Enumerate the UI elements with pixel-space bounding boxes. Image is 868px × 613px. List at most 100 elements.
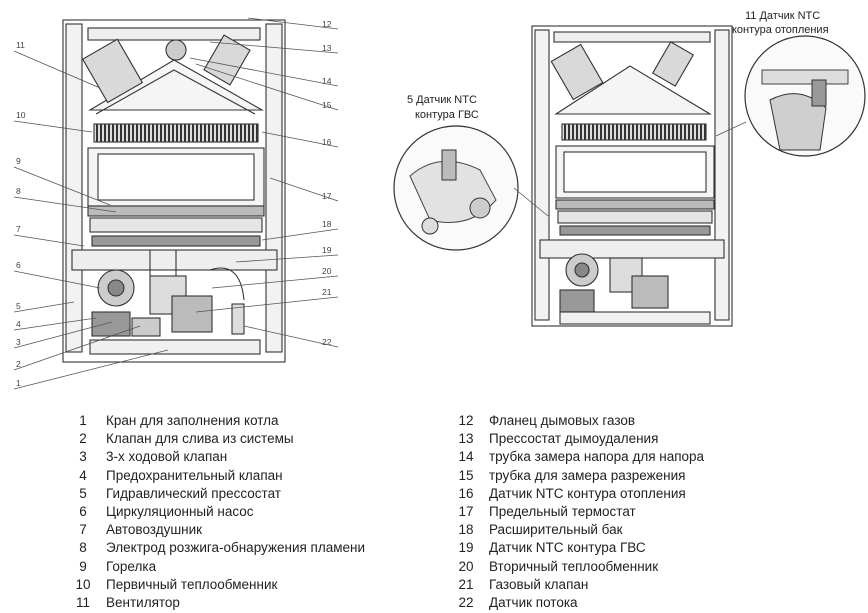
callout-9: 9 bbox=[16, 156, 21, 166]
legend-number: 22 bbox=[458, 595, 474, 611]
legend-text: Датчик NTC контура отопления bbox=[489, 485, 686, 501]
legend-text: Кран для заполнения котла bbox=[106, 413, 279, 428]
legend-row: 18 Расширительный бак bbox=[447, 521, 704, 539]
boiler-diagram: 11 10 9 8 7 6 5 4 3 2 1 12 13 14 15 16 1… bbox=[13, 10, 866, 390]
callout-22: 22 bbox=[322, 337, 332, 347]
legend-number: 12 bbox=[458, 413, 474, 428]
legend-text: Клапан для слива из системы bbox=[106, 431, 294, 447]
legend-text: Датчик потока bbox=[489, 595, 578, 611]
ntc-dhw-label-line2: контура ГВС bbox=[415, 109, 479, 121]
ntc-heating-label-line2: контура отопления bbox=[732, 24, 829, 36]
legend-number: 21 bbox=[458, 576, 474, 592]
detail-label-ntc-heating: 11 Датчик NTC контура отопления bbox=[732, 10, 829, 36]
callout-12: 12 bbox=[322, 19, 332, 29]
legend-number: 19 bbox=[458, 540, 474, 556]
callout-1: 1 bbox=[16, 378, 21, 388]
legend-text: Автовоздушник bbox=[106, 522, 203, 538]
legend-row: 5 Гидравлический прессостат bbox=[64, 485, 365, 503]
ntc-dhw-label-line1: 5 Датчик NTC bbox=[407, 94, 477, 106]
legend-number: 13 bbox=[458, 431, 474, 447]
callout-21: 21 bbox=[322, 287, 332, 297]
legend-text: Горелка bbox=[106, 558, 157, 574]
boiler-main-drawing bbox=[62, 19, 286, 363]
legend-row: 7 Автовоздушник bbox=[64, 521, 365, 539]
callout-7: 7 bbox=[16, 224, 21, 234]
callout-2: 2 bbox=[16, 359, 21, 369]
legend-right: 12 Фланец дымовых газов 13 Прессостат дымоу… bbox=[447, 412, 704, 612]
legend-number: 18 bbox=[458, 522, 474, 538]
legend-number: 17 bbox=[458, 504, 474, 520]
legend-row: 8 Электрод розжига-обнаружения пламени bbox=[64, 539, 365, 557]
legend-left: 1 Кран для заполнения котла 2 Клапан для сл… bbox=[64, 412, 365, 612]
legend-text: Фланец дымовых газов bbox=[489, 413, 636, 428]
legend-number: 14 bbox=[458, 449, 474, 465]
legend-text: 3-х ходовой клапан bbox=[106, 449, 228, 465]
legend-number: 4 bbox=[79, 467, 87, 483]
legend-number: 2 bbox=[79, 431, 87, 447]
legend-text: Гидравлический прессостат bbox=[106, 485, 281, 501]
legend-row: 22 Датчик потока bbox=[447, 594, 704, 612]
legend-row: 13 Прессостат дымоудаления bbox=[447, 430, 704, 448]
legend-text: Циркуляционный насос bbox=[106, 504, 254, 520]
legend-number: 3 bbox=[79, 449, 87, 465]
callout-5: 5 bbox=[16, 301, 21, 311]
detail-circle-ntc-heating bbox=[715, 35, 866, 157]
legend-row: 6 Циркуляционный насос bbox=[64, 503, 365, 521]
legend-row: 4 Предохранительный клапан bbox=[64, 467, 365, 485]
legend-row: 3 3-х ходовой клапан bbox=[64, 448, 365, 466]
legend-row: 10 Первичный теплообменник bbox=[64, 576, 365, 594]
legend-number: 9 bbox=[79, 558, 87, 574]
legend-text: Вентилятор bbox=[106, 595, 180, 611]
legend-number: 16 bbox=[458, 485, 474, 501]
legend-number: 20 bbox=[458, 558, 474, 574]
legend-number: 5 bbox=[79, 485, 87, 501]
callout-numbers-right: 12 13 14 15 16 17 18 19 20 21 22 bbox=[322, 19, 332, 347]
legend-text: Предохранительный клапан bbox=[106, 467, 283, 483]
legend-row: 14 трубка замера напора для напора bbox=[447, 448, 704, 466]
callout-8: 8 bbox=[16, 186, 21, 196]
legend-number: 6 bbox=[79, 504, 87, 520]
detail-circle-ntc-dhw bbox=[393, 125, 549, 251]
legend-number: 10 bbox=[75, 576, 91, 592]
legend-text: Датчик NTC контура ГВС bbox=[489, 540, 646, 556]
legend-text: Газовый клапан bbox=[489, 576, 589, 592]
callout-11: 11 bbox=[16, 40, 25, 50]
ntc-heating-label-line1: 11 Датчик NTC bbox=[745, 10, 820, 22]
callout-6: 6 bbox=[16, 260, 21, 270]
legend-row: 17 Предельный термостат bbox=[447, 503, 704, 521]
callout-numbers-left: 11 10 9 8 7 6 5 4 3 2 1 bbox=[16, 40, 26, 388]
legend-row: 19 Датчик NTC контура ГВС bbox=[447, 539, 704, 557]
legend-number: 11 bbox=[75, 595, 90, 611]
legend-text: Расширительный бак bbox=[489, 522, 623, 538]
callout-15: 15 bbox=[322, 100, 332, 110]
boiler-detail-drawing bbox=[531, 25, 733, 327]
callout-17: 17 bbox=[322, 191, 332, 201]
legend-number: 7 bbox=[79, 522, 87, 538]
legend-text: Электрод розжига-обнаружения пламени bbox=[106, 540, 366, 556]
legend-row: 16 Датчик NTC контура отопления bbox=[447, 485, 704, 503]
legend-row: 11 Вентилятор bbox=[64, 594, 365, 612]
legend-text: трубка для замера разрежения bbox=[489, 467, 686, 483]
legend-row: 21 Газовый клапан bbox=[447, 576, 704, 594]
callout-14: 14 bbox=[322, 76, 332, 86]
legend-number: 1 bbox=[79, 413, 87, 428]
legend-text: Предельный термостат bbox=[489, 504, 636, 520]
callout-18: 18 bbox=[322, 219, 332, 229]
callout-16: 16 bbox=[322, 137, 332, 147]
leader-lines bbox=[13, 17, 339, 390]
legend-row: 1 Кран для заполнения котла bbox=[64, 412, 365, 430]
callout-20: 20 bbox=[322, 266, 332, 276]
legend-row: 2 Клапан для слива из системы bbox=[64, 430, 365, 448]
legend-number: 8 bbox=[79, 540, 87, 556]
callout-4: 4 bbox=[16, 319, 21, 329]
legend-text: трубка замера напора для напора bbox=[489, 449, 705, 465]
legend-row: 9 Горелка bbox=[64, 558, 365, 576]
legend-row: 12 Фланец дымовых газов bbox=[447, 412, 704, 430]
legend-text: Первичный теплообменник bbox=[106, 576, 278, 592]
callout-13: 13 bbox=[322, 43, 332, 53]
legend-text: Прессостат дымоудаления bbox=[489, 431, 659, 447]
callout-3: 3 bbox=[16, 337, 21, 347]
callout-19: 19 bbox=[322, 245, 332, 255]
